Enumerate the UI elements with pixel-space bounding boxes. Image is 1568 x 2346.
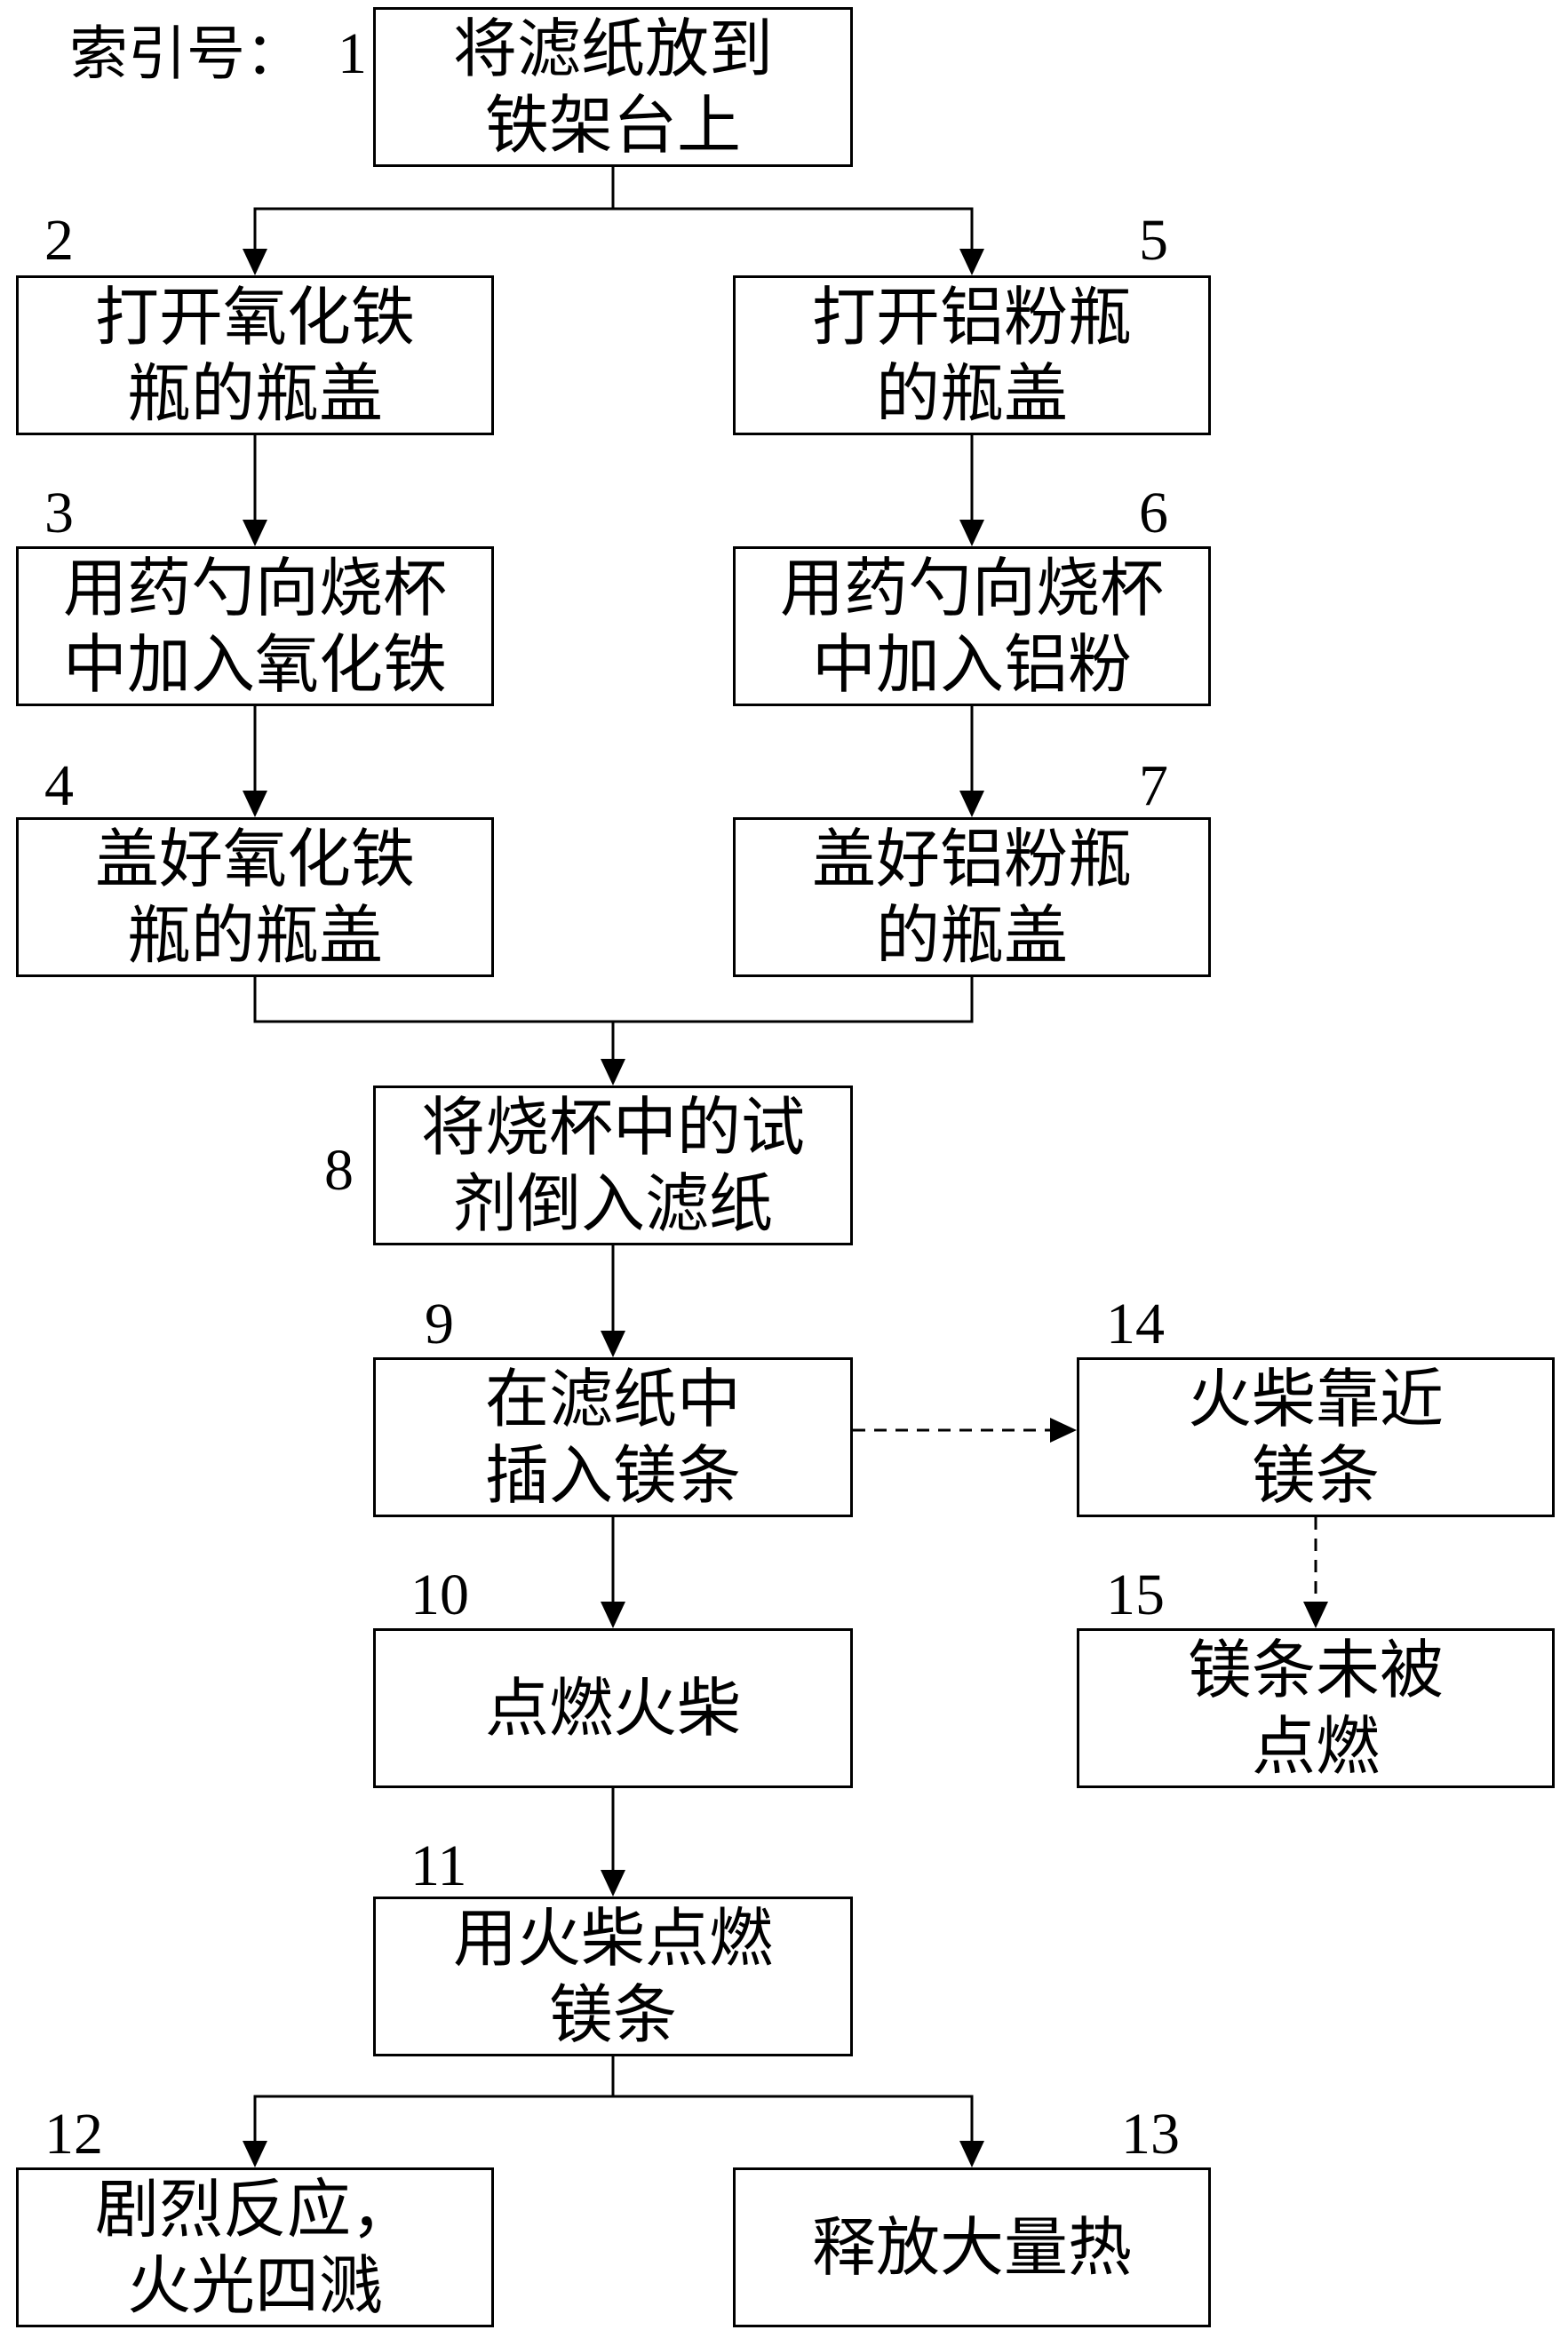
step-box-12: 剧烈反应，火光四溅 — [16, 2167, 494, 2327]
arrowhead-11-12 — [243, 2141, 267, 2167]
step-text-line: 用药勺向烧杯 — [779, 551, 1164, 625]
step-text-line: 将滤纸放到 — [452, 12, 773, 86]
step-box-14: 火柴靠近镁条 — [1077, 1357, 1555, 1517]
arrowhead-14-15 — [1303, 1602, 1328, 1628]
step-text-line: 将烧杯中的试 — [420, 1090, 805, 1165]
step-number-4: 4 — [44, 753, 74, 818]
step-box-13: 释放大量热 — [733, 2167, 1211, 2327]
step-box-4: 盖好氧化铁瓶的瓶盖 — [16, 817, 494, 977]
step-number-13: 13 — [1121, 2102, 1180, 2167]
step-text-line: 点燃火柴 — [484, 1671, 741, 1746]
step-number-9: 9 — [425, 1292, 454, 1356]
step-box-6: 用药勺向烧杯中加入铝粉 — [733, 546, 1211, 706]
step-text-line: 中加入铝粉 — [811, 627, 1132, 702]
step-number-2: 2 — [44, 208, 74, 273]
step-number-1: 1 — [338, 21, 367, 86]
step-box-10: 点燃火柴 — [373, 1628, 853, 1788]
connector-1-2 — [253, 167, 615, 249]
step-box-9: 在滤纸中插入镁条 — [373, 1357, 853, 1517]
step-number-12: 12 — [44, 2102, 103, 2167]
connector-1-5 — [613, 207, 974, 249]
connector-merge-4-7 — [253, 977, 974, 1023]
arrowhead-9-14 — [1050, 1418, 1077, 1443]
step-text-line: 在滤纸中 — [484, 1362, 741, 1436]
step-number-6: 6 — [1139, 481, 1168, 545]
step-box-5: 打开铝粉瓶的瓶盖 — [733, 275, 1211, 435]
step-text-line: 镁条 — [1251, 1438, 1380, 1513]
step-text-line: 中加入氧化铁 — [62, 627, 447, 702]
arrowhead-8-9 — [601, 1331, 625, 1357]
step-text-line: 剂倒入滤纸 — [452, 1166, 773, 1241]
step-box-8: 将烧杯中的试剂倒入滤纸 — [373, 1086, 853, 1245]
step-text-line: 点燃 — [1251, 1709, 1380, 1784]
step-text-line: 剧烈反应， — [94, 2172, 415, 2247]
step-box-3: 用药勺向烧杯中加入氧化铁 — [16, 546, 494, 706]
step-number-5: 5 — [1139, 208, 1168, 273]
connector-11-12 — [253, 2056, 615, 2141]
arrowhead-9-10 — [601, 1602, 625, 1628]
step-text-line: 火柴靠近 — [1187, 1362, 1444, 1436]
step-text-line: 瓶的瓶盖 — [126, 898, 383, 973]
arrowhead-10-11 — [601, 1870, 625, 1897]
arrowhead-5-6 — [959, 520, 984, 546]
index-label: 索引号： — [69, 20, 304, 88]
step-number-15: 15 — [1106, 1563, 1165, 1627]
step-text-line: 释放大量热 — [811, 2210, 1132, 2285]
step-text-line: 盖好铝粉瓶 — [811, 822, 1132, 896]
step-box-7: 盖好铝粉瓶的瓶盖 — [733, 817, 1211, 977]
step-text-line: 用火柴点燃 — [452, 1901, 773, 1976]
arrowhead-6-7 — [959, 791, 984, 817]
step-number-14: 14 — [1106, 1292, 1165, 1356]
step-number-8: 8 — [324, 1138, 354, 1203]
step-box-2: 打开氧化铁瓶的瓶盖 — [16, 275, 494, 435]
step-number-7: 7 — [1139, 753, 1168, 818]
step-number-3: 3 — [44, 481, 74, 545]
step-text-line: 火光四溅 — [126, 2248, 383, 2323]
step-box-15: 镁条未被点燃 — [1077, 1628, 1555, 1788]
step-number-10: 10 — [410, 1563, 469, 1627]
step-text-line: 打开铝粉瓶 — [811, 280, 1132, 354]
step-box-1: 将滤纸放到铁架台上 — [373, 7, 853, 167]
step-text-line: 镁条未被 — [1187, 1633, 1444, 1707]
step-box-11: 用火柴点燃镁条 — [373, 1897, 853, 2056]
step-text-line: 盖好氧化铁 — [94, 822, 415, 896]
arrowhead-merge-8 — [601, 1059, 625, 1086]
step-text-line: 插入镁条 — [484, 1438, 741, 1513]
step-text-line: 铁架台上 — [484, 88, 741, 163]
step-text-line: 打开氧化铁 — [94, 280, 415, 354]
step-text-line: 的瓶盖 — [875, 356, 1068, 431]
step-number-11: 11 — [410, 1833, 467, 1898]
arrowhead-2-3 — [243, 520, 267, 546]
step-text-line: 瓶的瓶盖 — [126, 356, 383, 431]
arrowhead-1-2 — [243, 249, 267, 275]
step-text-line: 镁条 — [548, 1977, 677, 2052]
step-text-line: 的瓶盖 — [875, 898, 1068, 973]
arrowhead-3-4 — [243, 791, 267, 817]
step-text-line: 用药勺向烧杯 — [62, 551, 447, 625]
arrowhead-1-5 — [959, 249, 984, 275]
arrowhead-11-13 — [959, 2141, 984, 2167]
connector-11-13 — [613, 2095, 974, 2141]
